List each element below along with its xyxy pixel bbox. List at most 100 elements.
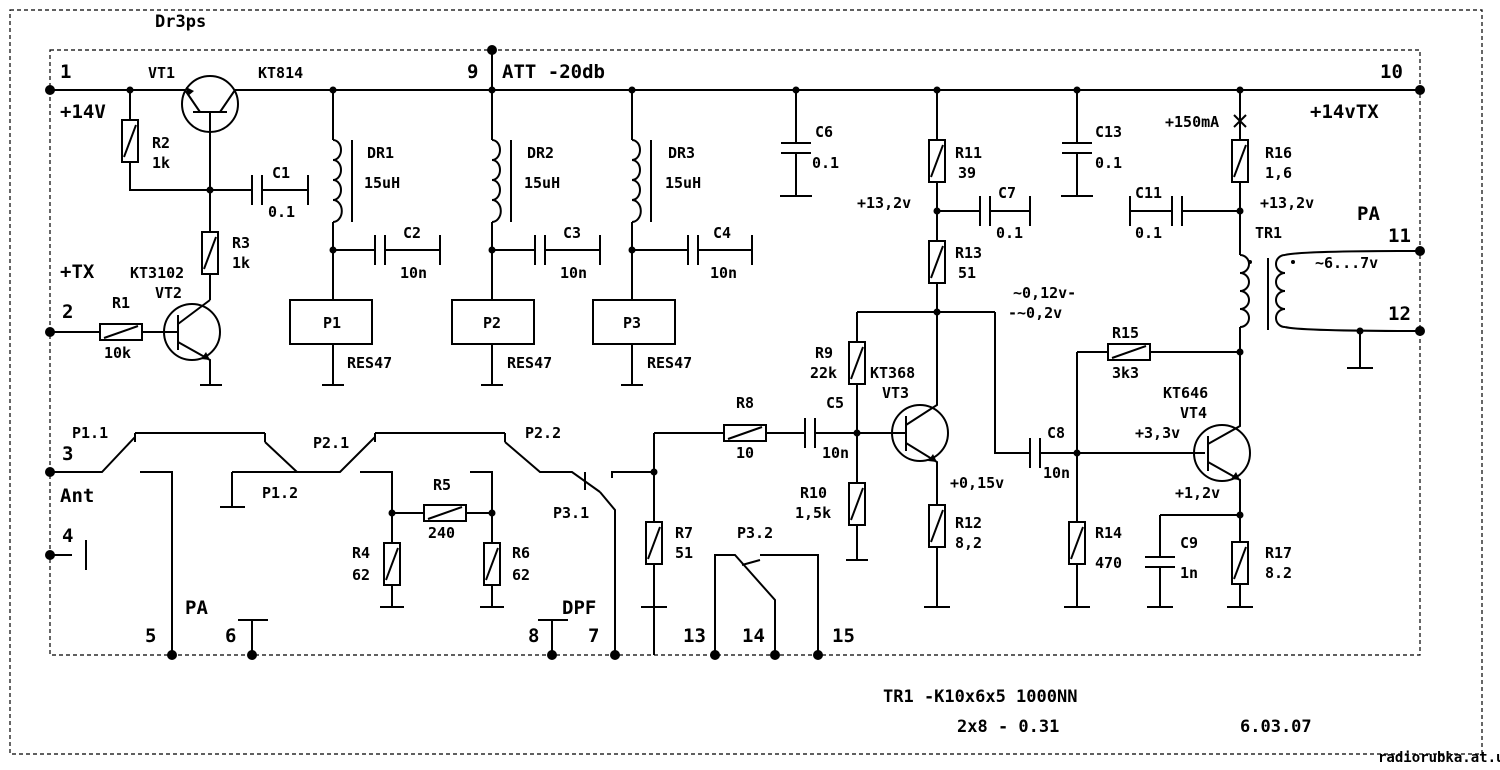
r9-label: R9 [815, 344, 833, 362]
p21-contact-label: P2.1 [313, 434, 349, 452]
r1-label: R1 [112, 294, 130, 312]
pin-10: 10 [1380, 61, 1403, 83]
dpf-label: DPF [562, 597, 596, 619]
r6-resistor [483, 542, 501, 586]
c3-label: C3 [563, 224, 581, 242]
pin-11: 11 [1388, 225, 1411, 247]
r6-label: R6 [512, 544, 530, 562]
c2-label: C2 [403, 224, 421, 242]
tr1-transformer [1239, 246, 1425, 369]
c2-value: 10n [400, 264, 427, 282]
dr1-label: DR1 [367, 144, 394, 162]
r2-value: 1k [152, 154, 170, 172]
c11-label: C11 [1135, 184, 1162, 202]
pin-15: 15 [832, 625, 855, 647]
c8-value: 10n [1043, 464, 1070, 482]
res2-label: RES47 [507, 354, 552, 372]
p22-contact-label: P2.2 [525, 424, 561, 442]
r5-label: R5 [433, 476, 451, 494]
tr1-label: TR1 [1255, 224, 1282, 242]
vt1-label: VT1 [148, 64, 175, 82]
dr2-label: DR2 [527, 144, 554, 162]
r17-resistor [1227, 515, 1253, 608]
v132b-label: +13,2v [1260, 194, 1314, 212]
r15-resistor [1076, 343, 1240, 455]
c13-value: 0.1 [1095, 154, 1122, 172]
pin-13: 13 [683, 625, 706, 647]
r3-value: 1k [232, 254, 250, 272]
pin-6: 6 [225, 625, 236, 647]
r2-label: R2 [152, 134, 170, 152]
r12-value: 8,2 [955, 534, 982, 552]
v67-label: ~6...7v [1315, 254, 1378, 272]
c6-label: C6 [815, 123, 833, 141]
p31-contact-label: P3.1 [553, 504, 589, 522]
r8-value: 10 [736, 444, 754, 462]
r13-resistor [928, 240, 946, 312]
supply-rail [45, 45, 1425, 95]
r7-value: 51 [675, 544, 693, 562]
v33-label: +3,3v [1135, 424, 1180, 442]
r8-resistor [654, 424, 805, 442]
r6-value: 62 [512, 566, 530, 584]
r14-resistor [1064, 455, 1090, 608]
tx-label: +TX [60, 261, 95, 283]
r10-label: R10 [800, 484, 827, 502]
p32-contact-label: P3.2 [737, 524, 773, 542]
c6-capacitor [780, 90, 812, 197]
watermark: radiorubka.at.ua [1378, 750, 1500, 766]
r1-resistor [50, 323, 143, 341]
r17-value: 8.2 [1265, 564, 1292, 582]
dr3-branch [592, 90, 753, 386]
tr1-core-note: TR1 -K10x6x5 1000NN [883, 687, 1077, 707]
pin-8: 8 [528, 625, 539, 647]
c1-label: C1 [272, 164, 290, 182]
r13-value: 51 [958, 264, 976, 282]
c6-value: 0.1 [812, 154, 839, 172]
c9-value: 1n [1180, 564, 1198, 582]
v012-label: ~0,12v- [1013, 284, 1076, 302]
res3-label: RES47 [647, 354, 692, 372]
p11-contact-label: P1.1 [72, 424, 108, 442]
c1-value: 0.1 [268, 203, 295, 221]
c4-value: 10n [710, 264, 737, 282]
r16-resistor [1231, 90, 1249, 255]
r9-value: 22k [810, 364, 837, 382]
pin-7: 7 [588, 625, 599, 647]
r8-label: R8 [736, 394, 754, 412]
dr1-branch [289, 90, 441, 386]
p1-label: P1 [323, 314, 341, 332]
dr1-value: 15uH [364, 174, 400, 192]
vt3-label: VT3 [882, 384, 909, 402]
dr2-branch [451, 90, 601, 386]
r3-label: R3 [232, 234, 250, 252]
c11-capacitor [1129, 196, 1240, 226]
c9-capacitor [1145, 514, 1240, 608]
r7-label: R7 [675, 524, 693, 542]
dr3-value: 15uH [665, 174, 701, 192]
v132a-label: +13,2v [857, 194, 911, 212]
vt2-label: VT2 [155, 284, 182, 302]
p2-label: P2 [483, 314, 501, 332]
c7-label: C7 [998, 184, 1016, 202]
vt2-transistor [142, 299, 222, 386]
c13-capacitor [1061, 90, 1093, 197]
r5-value: 240 [428, 524, 455, 542]
r15-value: 3k3 [1112, 364, 1139, 382]
r2-resistor [121, 90, 210, 191]
p3-label: P3 [623, 314, 641, 332]
pin-12: 12 [1388, 303, 1411, 325]
vt3-transistor [857, 312, 949, 500]
r9-resistor [848, 311, 995, 433]
c3-value: 10n [560, 264, 587, 282]
res1-label: RES47 [347, 354, 392, 372]
r11-resistor [928, 90, 946, 241]
r11-value: 39 [958, 164, 976, 182]
pa-bottom-label: PA [185, 597, 208, 619]
pin-2: 2 [62, 301, 73, 323]
r16-value: 1,6 [1265, 164, 1292, 182]
v12-label: +1,2v [1175, 484, 1220, 502]
pin-5: 5 [145, 625, 156, 647]
pin-1: 1 [60, 61, 71, 83]
